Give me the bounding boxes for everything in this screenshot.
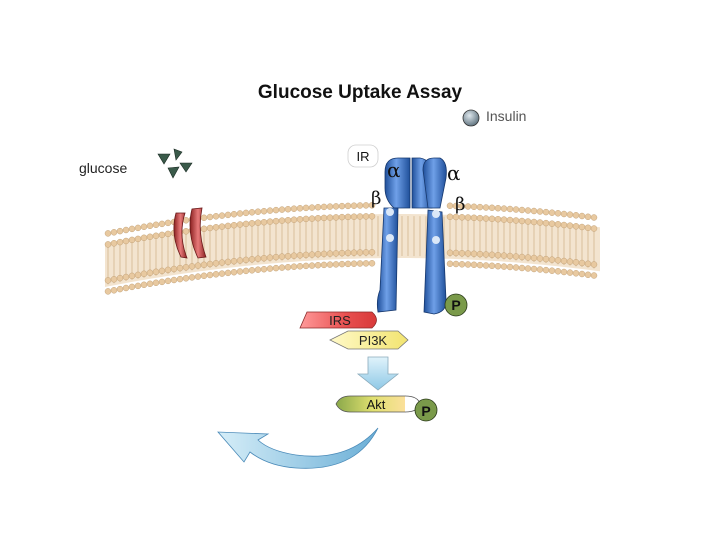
irs-protein — [299, 311, 377, 329]
receptor-phosphate — [444, 293, 468, 317]
glucose-transporter — [173, 207, 207, 259]
curved-arrow-icon — [217, 427, 379, 469]
alpha-right-label: α — [447, 161, 461, 185]
insulin-receptor — [376, 157, 447, 315]
alpha-left-label: α — [387, 158, 401, 182]
pi3k-protein — [329, 330, 409, 350]
glucose-molecules-icon — [157, 148, 193, 179]
page-title: Glucose Uptake Assay — [257, 82, 463, 103]
insulin-icon — [462, 109, 480, 127]
akt-label: Akt — [367, 397, 386, 412]
pi3k-label: PI3K — [359, 333, 388, 348]
receptor-label: IR — [357, 149, 370, 164]
beta-right-label: β — [455, 194, 465, 215]
irs-label: IRS — [329, 313, 351, 328]
akt-phosphate — [414, 398, 438, 422]
receptor-phosphate-label: P — [451, 297, 460, 313]
cell-membrane — [104, 202, 600, 295]
akt-phosphate-label: P — [421, 403, 430, 419]
insulin-label: Insulin — [486, 108, 526, 124]
glucose-label: glucose — [79, 160, 127, 176]
beta-left-label: β — [371, 188, 381, 209]
receptor-tag — [347, 144, 379, 168]
down-arrow-icon — [356, 356, 400, 391]
